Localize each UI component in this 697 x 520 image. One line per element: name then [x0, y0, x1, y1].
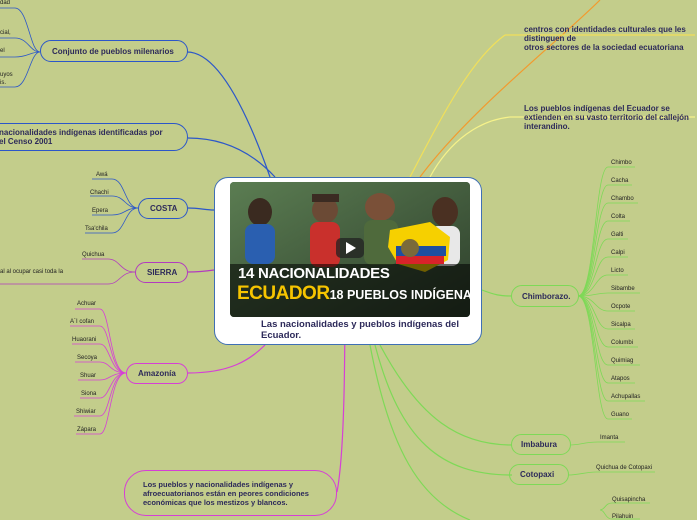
- chimborazo-leaf[interactable]: Sibambe: [611, 286, 635, 292]
- condiciones-label: Los pueblos y nacionalidades indígenas y…: [143, 480, 322, 507]
- chimborazo-node[interactable]: Chimborazo.: [511, 285, 579, 307]
- cotopaxi-node[interactable]: Cotopaxi: [509, 464, 569, 485]
- territorio-topic[interactable]: Los pueblos indígenas del Ecuador se ext…: [524, 104, 696, 131]
- thumbnail-heading: 14 NACIONALIDADES: [238, 265, 390, 282]
- chimborazo-leaf[interactable]: Quimiag: [611, 358, 633, 364]
- amazonia-leaf[interactable]: Siona: [81, 391, 96, 397]
- amazonia-leaf[interactable]: Achuar: [77, 301, 96, 307]
- chimborazo-leaf[interactable]: Calpi: [611, 250, 625, 256]
- chimborazo-leaf[interactable]: Licto: [611, 268, 624, 274]
- imbabura-label: Imbabura: [521, 440, 557, 449]
- costa-leaf[interactable]: Tsa'chila: [85, 226, 108, 232]
- chimborazo-label: Chimborazo.: [522, 292, 570, 301]
- costa-label: COSTA: [150, 204, 177, 213]
- milenarios-label: Conjunto de pueblos milenarios: [52, 47, 174, 56]
- amazonia-leaf[interactable]: A´I cofan: [70, 319, 94, 325]
- sierra-label: SIERRA: [147, 268, 177, 277]
- bottom-connectors: [600, 490, 660, 520]
- censo-node[interactable]: nacionalidades indígenas identificadas p…: [0, 123, 188, 151]
- milenarios-leaf[interactable]: uyos is.: [0, 71, 13, 87]
- video-thumbnail[interactable]: 14 NACIONALIDADES ECUADOR18 PUEBLOS INDÍ…: [230, 182, 470, 317]
- chimborazo-leaf[interactable]: Ocpote: [611, 304, 630, 310]
- milenarios-leaf[interactable]: dad: [0, 0, 10, 6]
- thumbnail-pueblos-text: 18 PUEBLOS INDÍGENAS: [330, 288, 470, 302]
- chimborazo-leaf[interactable]: Achupallas: [611, 394, 640, 400]
- amazonia-node[interactable]: Amazonía: [126, 363, 188, 384]
- chimborazo-leaf[interactable]: Sicalpa: [611, 322, 631, 328]
- central-topic[interactable]: 14 NACIONALIDADES ECUADOR18 PUEBLOS INDÍ…: [214, 177, 482, 345]
- costa-leaf[interactable]: Epera: [92, 208, 108, 214]
- amazonia-label: Amazonía: [138, 369, 176, 378]
- imbabura-node[interactable]: Imbabura: [511, 434, 571, 455]
- sierra-node[interactable]: SIERRA: [135, 262, 188, 283]
- milenarios-node[interactable]: Conjunto de pueblos milenarios: [40, 40, 188, 62]
- milenarios-leaf[interactable]: cial,: [0, 30, 11, 36]
- chimborazo-leaf[interactable]: Chambo: [611, 196, 634, 202]
- sierra-leaf[interactable]: Quichua: [82, 252, 104, 258]
- amazonia-leaf[interactable]: Shiwiar: [76, 409, 96, 415]
- central-topic-title: Las nacionalidades y pueblos indígenas d…: [261, 319, 461, 341]
- costa-leaf[interactable]: Chachi: [90, 190, 109, 196]
- identidades-topic[interactable]: centros con identidades culturales que l…: [524, 25, 696, 52]
- chimborazo-leaf[interactable]: Atapos: [611, 376, 630, 382]
- imbabura-leaf[interactable]: Imanta: [600, 435, 618, 441]
- cotopaxi-label: Cotopaxi: [520, 470, 554, 479]
- chimborazo-leaf[interactable]: Colta: [611, 214, 625, 220]
- chimborazo-leaf[interactable]: Galti: [611, 232, 623, 238]
- amazonia-leaf[interactable]: Huaorani: [72, 337, 96, 343]
- thumbnail-ecuador-word: ECUADOR: [237, 283, 330, 304]
- chimborazo-leaf[interactable]: Cacha: [611, 178, 628, 184]
- sierra-leaf[interactable]: al al ocupar casi toda la: [0, 269, 63, 275]
- milenarios-leaf[interactable]: el: [0, 48, 5, 54]
- thumbnail-subheading: ECUADOR18 PUEBLOS INDÍGENAS: [237, 283, 470, 305]
- costa-node[interactable]: COSTA: [138, 198, 188, 219]
- chimborazo-leaf[interactable]: Guano: [611, 412, 629, 418]
- amazonia-leaf[interactable]: Secoya: [77, 355, 97, 361]
- costa-leaf[interactable]: Awá: [96, 172, 108, 178]
- cotopaxi-leaf[interactable]: Quichua de Cotopaxi: [596, 465, 652, 471]
- amazonia-leaf[interactable]: Zápara: [77, 427, 96, 433]
- chimborazo-leaf[interactable]: Chimbo: [611, 160, 632, 166]
- censo-label: nacionalidades indígenas identificadas p…: [0, 128, 163, 146]
- condiciones-node[interactable]: Los pueblos y nacionalidades indígenas y…: [124, 470, 337, 516]
- chimborazo-leaf[interactable]: Columbi: [611, 340, 633, 346]
- amazonia-leaf[interactable]: Shuar: [80, 373, 96, 379]
